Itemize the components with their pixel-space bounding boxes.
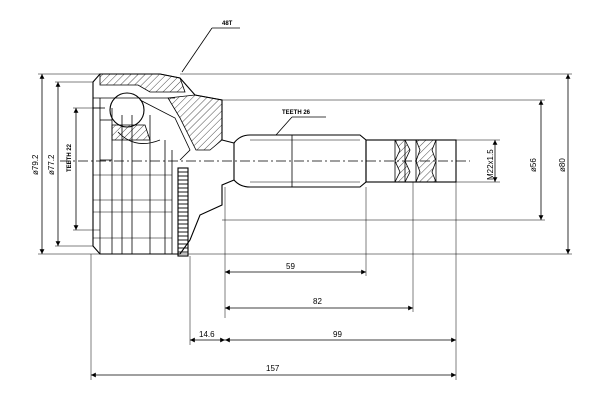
thread-label: M22x1.5 <box>486 149 495 180</box>
abs-teeth-label: 48T <box>222 21 233 27</box>
spline-leader <box>275 116 293 136</box>
diameter-79-label: ø79.2 <box>31 154 40 175</box>
spline-teeth-label: TEETH 26 <box>282 110 311 116</box>
length-14-6-label: 14.6 <box>199 330 215 339</box>
right-dimensions <box>180 73 572 255</box>
length-157-label: 157 <box>266 364 280 373</box>
length-82-label: 82 <box>313 297 322 306</box>
diameter-56-label: ø56 <box>529 158 538 172</box>
length-59-label: 59 <box>286 262 295 271</box>
length-dimensions <box>90 182 457 380</box>
outer-housing <box>92 73 235 255</box>
diameter-80-label: ø80 <box>558 158 567 172</box>
shaft <box>233 134 457 188</box>
spline-inner-label: TEETH 22 <box>67 143 73 172</box>
left-dimensions <box>38 73 100 255</box>
diameter-77-label: ø77.2 <box>47 154 56 175</box>
abs-teeth-leader <box>181 27 213 73</box>
abs-ring <box>177 167 189 257</box>
length-99-label: 99 <box>333 330 342 339</box>
